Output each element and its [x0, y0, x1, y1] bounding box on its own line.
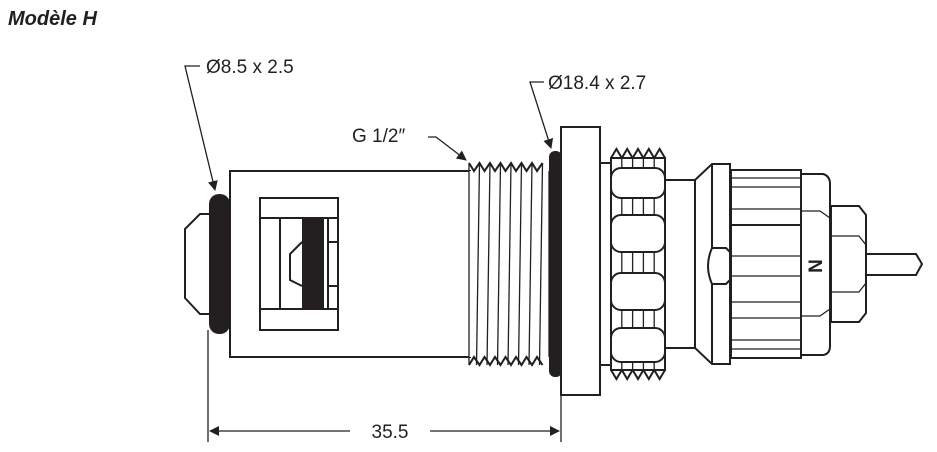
length-label: 35.5 [372, 422, 409, 443]
small-o-ring [209, 194, 230, 334]
neck [664, 179, 696, 349]
leader-thread [428, 136, 467, 161]
thread-label: G 1/2″ [352, 126, 405, 147]
thread [468, 161, 550, 367]
flange-collar [599, 162, 612, 366]
small-o-ring-label: Ø8.5 x 2.5 [206, 57, 294, 78]
valve-pin [865, 253, 924, 276]
leader-large-o-ring [529, 81, 554, 149]
cap: N [730, 169, 831, 359]
large-o-ring [549, 151, 562, 377]
large-o-ring-label: Ø18.4 x 2.7 [548, 73, 646, 94]
hex-nut [830, 205, 867, 323]
n-marking: N [806, 259, 827, 273]
flange [560, 126, 601, 396]
valve-nose [184, 213, 211, 315]
knurled-nut [610, 147, 666, 381]
leader-small-o-ring [184, 65, 218, 191]
model-title: Modèle H [8, 8, 97, 30]
body-window [259, 197, 339, 331]
cone-lug [707, 247, 731, 285]
length-dimension: 35.5 [207, 330, 562, 443]
